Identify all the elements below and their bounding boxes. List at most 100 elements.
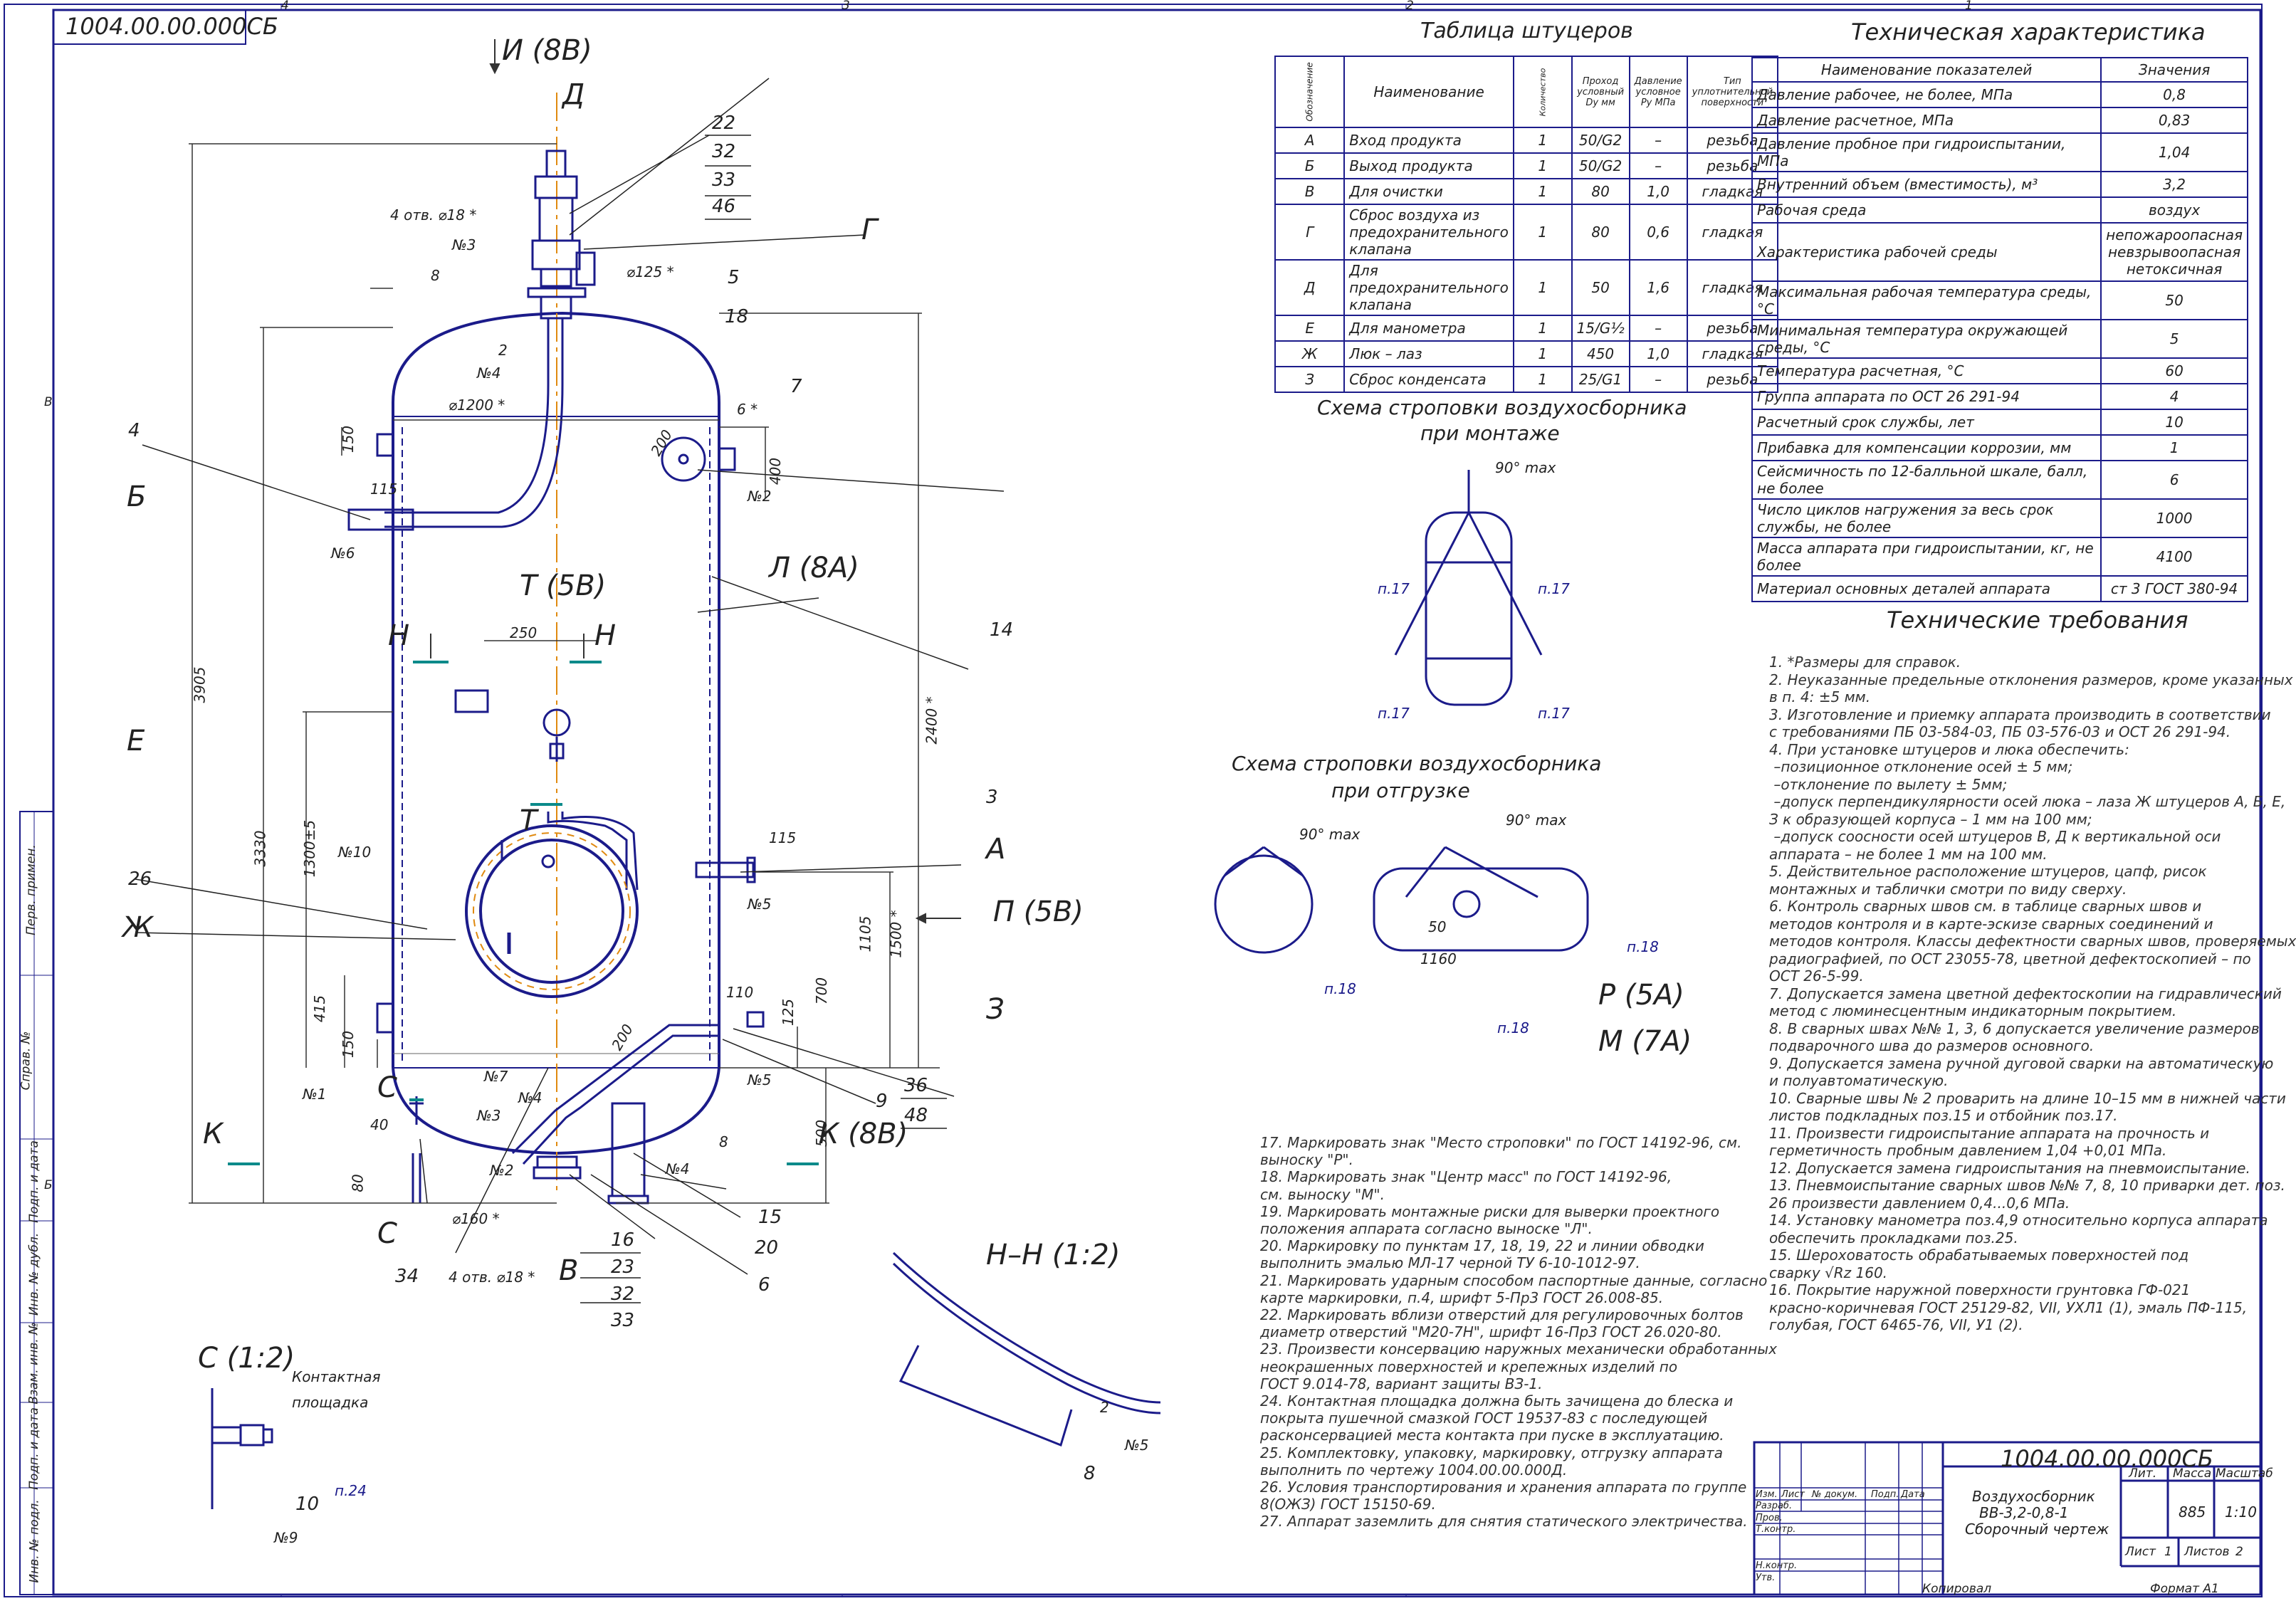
nozzle-cell: Для манометра [1343, 315, 1514, 342]
nozzle-cell: 1,6 [1628, 259, 1688, 316]
nozzle-cell: Б [1274, 152, 1346, 179]
pos-23: 23 [611, 1256, 635, 1278]
title-listov: Листов [2184, 1545, 2230, 1559]
nozzle-cell: Выход продукта [1343, 152, 1514, 179]
weld-1: №1 [303, 1086, 327, 1103]
pos-4: 4 [128, 420, 140, 441]
tech-cell: 4 [2100, 383, 2248, 410]
nozzle-cell: 1 [1512, 366, 1573, 393]
tech-req-line: 7. Допускается замена цветной дефектоско… [1769, 985, 2282, 1002]
tech-req-line: в п. 4: ±5 мм. [1769, 688, 1871, 705]
tech-req-line: голубая, ГОСТ 6465-76, VII, У1 (2). [1769, 1316, 2023, 1333]
dim-1500: 1500 * [887, 910, 905, 958]
pos-9: 9 [876, 1091, 888, 1112]
dim-150b: 150 [340, 1030, 357, 1059]
note-line: 21. Маркировать ударным способом паспорт… [1260, 1271, 1768, 1289]
nozzle-e-label: Е [127, 725, 145, 757]
nozzle-cell: Д [1274, 259, 1346, 316]
nozzle-cell: – [1628, 127, 1688, 154]
title-list: Лист [2125, 1545, 2156, 1559]
nozzle-cell: 1 [1512, 315, 1573, 342]
tech-table-title: Техническая характеристика [1851, 19, 2206, 46]
tech-req-line: 14. Установку манометра поз.4,9 относите… [1769, 1212, 2268, 1229]
weld-10: №10 [338, 844, 372, 861]
title-code: 1004.00.00.000СБ [2001, 1445, 2213, 1472]
dim-115: 115 [370, 481, 398, 498]
pos-33: 33 [712, 169, 736, 191]
strip-sprav: Справ. № [19, 1031, 33, 1091]
pos-48: 48 [904, 1105, 928, 1126]
tech-req-line: 26 произвести давлением 0,4...0,6 МПа. [1769, 1194, 2070, 1212]
sling-ship-callout-3: п.18 [1497, 1019, 1529, 1036]
section-hh-pos: 8 [1084, 1463, 1096, 1484]
tech-cell: 6 [2100, 460, 2248, 500]
tech-req-line: –отклонение по вылету ± 5мм; [1769, 775, 2008, 793]
tech-req-line: методов контроля и в карте-эскизе сварны… [1769, 915, 2213, 933]
tech-req-line: 3. Изготовление и приемку аппарата произ… [1769, 705, 2271, 723]
nozzle-cell: З [1274, 366, 1346, 393]
pos-46: 46 [712, 196, 736, 217]
note-line: 23. Произвести консервацию наружных меха… [1260, 1340, 1777, 1358]
title-massa-val: 885 [2179, 1503, 2206, 1521]
sling-mount-callout-4: п.17 [1538, 705, 1570, 722]
nozzle-cell: 1 [1512, 204, 1573, 261]
pos-34: 34 [395, 1266, 419, 1287]
nozzle-cell: Для очистки [1343, 178, 1514, 205]
note-line: ГОСТ 9.014-78, вариант защиты ВЗ-1. [1260, 1375, 1543, 1392]
section-hh-seam: 2 [1100, 1399, 1109, 1416]
weld-5b: №5 [748, 1071, 772, 1088]
nozzle-th-2: Количество [1512, 56, 1573, 128]
dim-415: 415 [311, 994, 329, 1023]
pos-15: 15 [758, 1207, 782, 1228]
nozzle-table: Обозначение Наименование Количество Прох… [1274, 56, 1779, 393]
tech-req-line: З к образующей корпуса – 1 мм на 100 мм; [1769, 810, 2092, 828]
dim-holes: 4 отв. ⌀18 * [390, 206, 477, 224]
nozzle-cell: Ж [1274, 340, 1346, 367]
nozzle-table-title: Таблица штуцеров [1420, 19, 1633, 43]
title-format: Формат А1 [2150, 1582, 2219, 1596]
tech-req-line: обеспечить прокладками поз.25. [1769, 1229, 2018, 1246]
nozzle-cell: 50/G2 [1571, 127, 1630, 154]
nozzle-cell: 1 [1512, 127, 1573, 154]
dim-3330: 3330 [251, 830, 269, 867]
note-line: см. выноску "М". [1260, 1185, 1385, 1203]
tech-cell: 1,04 [2100, 132, 2248, 172]
tech-th-value: Значения [2100, 57, 2248, 83]
tech-row: Масса аппарата при гидроиспытании, кг, н… [1751, 537, 2248, 577]
tech-cell: Давление пробное при гидроиспытании, МПа [1751, 132, 2102, 172]
sling-ship-callout-1: п.18 [1324, 980, 1356, 997]
tech-cell: Максимальная рабочая температура среды, … [1751, 280, 2102, 320]
tech-cell: 0,83 [2100, 107, 2248, 134]
pos-16: 16 [611, 1229, 635, 1251]
nozzle-cell: Г [1274, 204, 1346, 261]
title-utv: Утв. [1756, 1573, 1776, 1583]
tech-req-line: –позиционное отклонение осей ± 5 мм; [1769, 758, 2073, 775]
sling-ship-label-m: М (7А) [1598, 1025, 1692, 1058]
note-line: диаметр отверстий "М20-7Н", шрифт 16-Пр3… [1260, 1323, 1722, 1341]
sling-mount-title-2: при монтаже [1420, 421, 1560, 445]
tech-cell: 10 [2100, 409, 2248, 436]
dim-holes-b: 4 отв. ⌀18 * [449, 1269, 535, 1286]
strip-inv-podl: Инв. № подл. [27, 1499, 42, 1583]
dim-3905: 3905 [191, 666, 209, 703]
section-c-title: С (1:2) [198, 1342, 295, 1375]
tech-cell: 0,8 [2100, 81, 2248, 108]
tech-cell: Давление расчетное, МПа [1751, 107, 2102, 134]
note-line: 18. Маркировать знак "Центр масс" по ГОС… [1260, 1168, 1672, 1186]
title-podp: Подп. [1871, 1489, 1899, 1500]
section-c-label-2: площадка [292, 1394, 369, 1411]
tech-cell: 4100 [2100, 537, 2248, 577]
pos-33b: 33 [611, 1310, 635, 1331]
tech-req-line: красно-коричневая ГОСТ 25129-82, VII, УХ… [1769, 1298, 2248, 1316]
note-line: 25. Комплектовку, упаковку, маркировку, … [1260, 1444, 1723, 1461]
tech-req-line: аппарата – не более 1 мм на 100 мм. [1769, 845, 2048, 863]
dim-125: 125 [780, 998, 797, 1027]
tech-req-line: герметичность пробным давлением 1,04 +0,… [1769, 1142, 2167, 1159]
